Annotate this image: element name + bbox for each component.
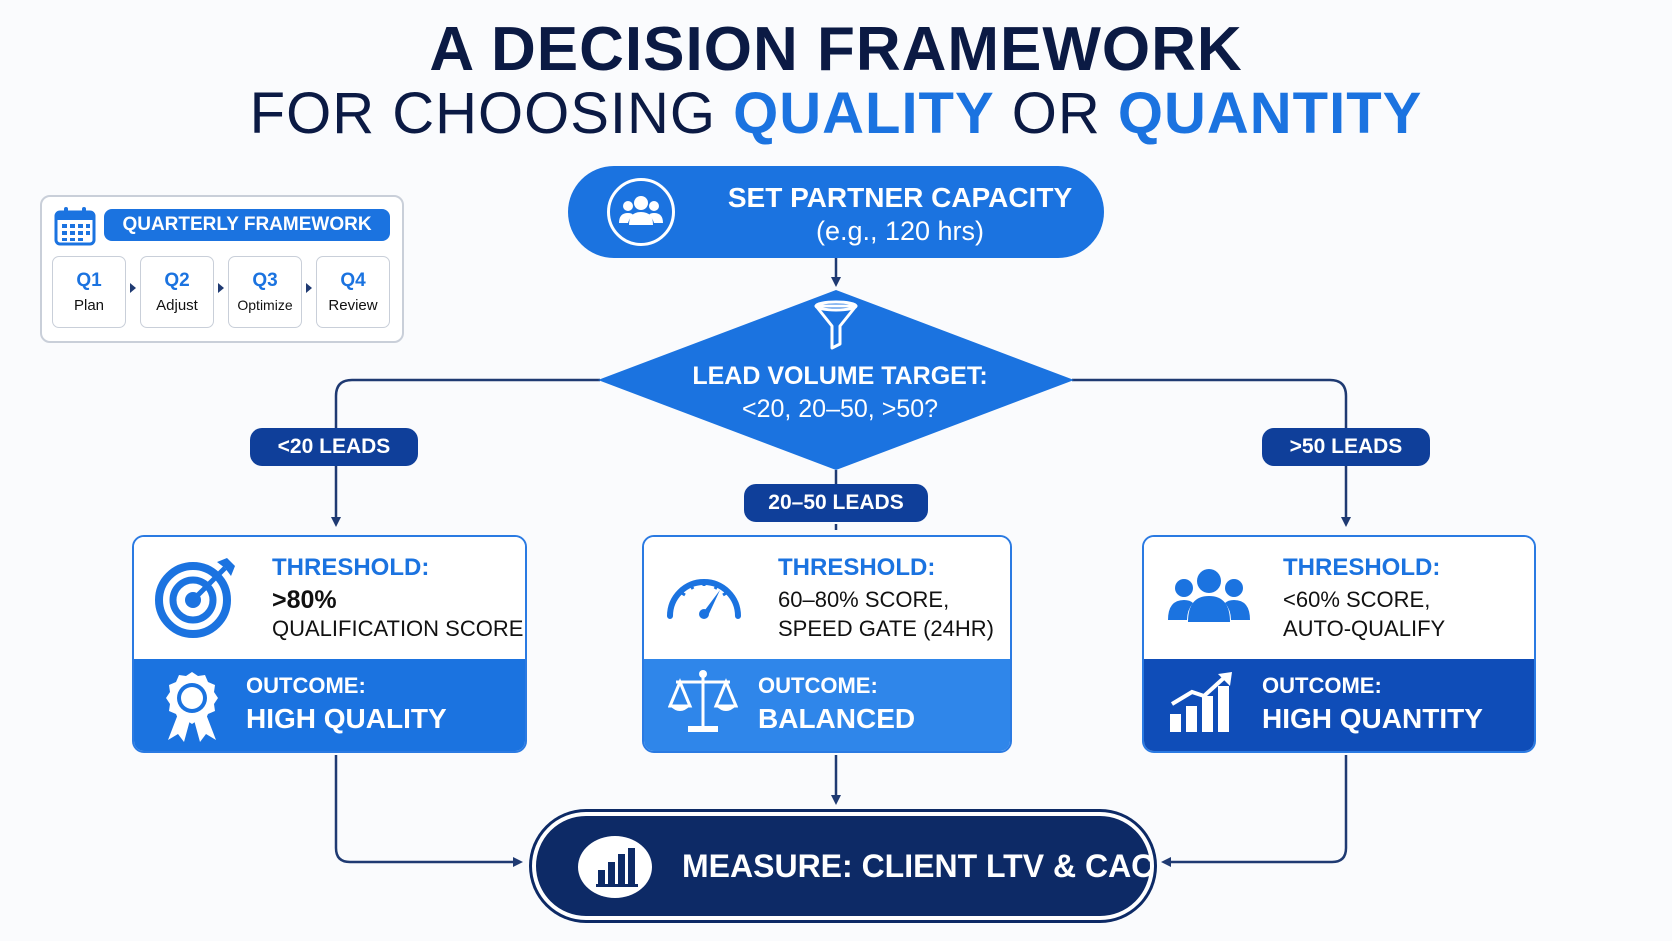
quarter-card-q1: Q1 Plan <box>52 256 126 328</box>
threshold-value: <60% SCORE, <box>1283 587 1431 612</box>
connector-right-branch <box>1072 378 1351 527</box>
quarter-label: Optimize <box>237 297 293 313</box>
quarter-id: Q3 <box>252 270 278 291</box>
outcome-value: BALANCED <box>758 703 916 734</box>
growth-chart-icon <box>1170 672 1232 732</box>
quarter-id: Q4 <box>340 270 366 291</box>
quarter-arrow <box>218 283 224 293</box>
title-or: OR <box>994 81 1118 146</box>
threshold-detail: QUALIFICATION SCORE <box>272 616 524 641</box>
threshold-label: THRESHOLD: <box>778 554 936 581</box>
capacity-title: SET PARTNER CAPACITY <box>727 182 1073 213</box>
calendar-icon <box>54 207 96 246</box>
threshold-value: 60–80% SCORE, <box>778 587 950 612</box>
capacity-example: (e.g., 120 hrs) <box>815 216 985 246</box>
quarter-card-q4: Q4 Review <box>316 256 390 328</box>
team-icon <box>607 178 675 246</box>
card-balanced <box>642 535 1012 753</box>
decision-diamond <box>598 290 1074 470</box>
group-icon <box>1168 569 1250 622</box>
quarter-id: Q2 <box>164 270 190 291</box>
quarterly-framework-label: QUARTERLY FRAMEWORK <box>104 209 390 241</box>
badge-over-50-leads: >50 LEADS <box>1262 428 1430 466</box>
outcome-value: HIGH QUALITY <box>246 703 447 734</box>
balance-scale-icon <box>668 670 738 732</box>
outcome-label: OUTCOME: <box>1262 673 1382 698</box>
funnel-icon <box>814 300 858 350</box>
outcome-value: HIGH QUANTITY <box>1262 703 1483 734</box>
quarter-card-q2: Q2 Adjust <box>140 256 214 328</box>
threshold-label: THRESHOLD: <box>272 554 430 581</box>
connector-left-measure <box>334 755 523 867</box>
decision-question: LEAD VOLUME TARGET: <box>692 362 988 390</box>
threshold-value: >80% <box>272 586 337 614</box>
badge-20-50-leads: 20–50 LEADS <box>744 484 928 522</box>
speedometer-icon <box>667 579 741 619</box>
title-line-2: FOR CHOOSING QUALITY OR QUANTITY <box>0 80 1672 147</box>
measure-text: MEASURE: CLIENT LTV & CAC <box>682 848 1155 884</box>
threshold-detail: AUTO-QUALIFY <box>1283 616 1446 641</box>
quarter-card-q3: Q3 Optimize <box>228 256 302 328</box>
bar-chart-icon <box>578 836 652 898</box>
threshold-label: THRESHOLD: <box>1283 554 1441 581</box>
quarter-id: Q1 <box>76 270 102 291</box>
decision-options: <20, 20–50, >50? <box>741 395 939 423</box>
target-icon <box>155 558 235 638</box>
threshold-section <box>644 537 1010 661</box>
connector-left-branch <box>331 378 600 527</box>
connector-right-measure <box>1161 755 1348 867</box>
threshold-detail: SPEED GATE (24HR) <box>778 616 994 641</box>
title-quantity: QUANTITY <box>1117 81 1423 146</box>
outcome-label: OUTCOME: <box>246 673 366 698</box>
quarter-arrow <box>306 283 312 293</box>
badge-under-20-leads: <20 LEADS <box>250 428 418 466</box>
title-line-1: A DECISION FRAMEWORK <box>429 15 1243 84</box>
title-prefix: FOR CHOOSING <box>249 81 734 146</box>
quarter-label: Review <box>328 297 378 314</box>
title-quality: QUALITY <box>733 81 995 146</box>
quarter-label: Plan <box>73 297 105 314</box>
quarter-label: Adjust <box>156 297 198 314</box>
award-ribbon-icon <box>166 672 218 742</box>
outcome-label: OUTCOME: <box>758 673 878 698</box>
quarter-arrow <box>130 283 136 293</box>
